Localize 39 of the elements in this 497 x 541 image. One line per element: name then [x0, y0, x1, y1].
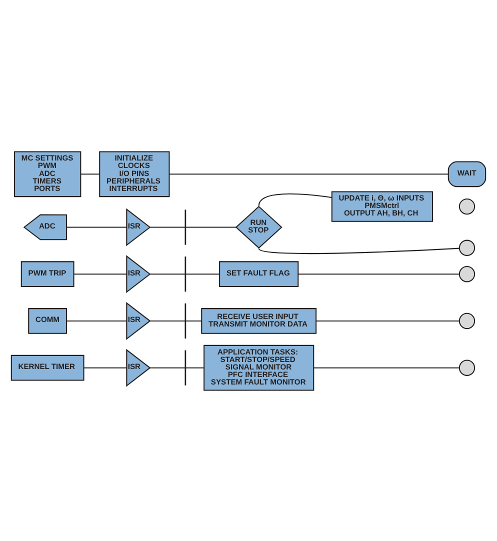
connector: [169, 173, 448, 174]
node-bar: [184, 302, 186, 338]
node-box: UPDATE i, Θ, ω INPUTS PMSMctrl OUTPUT AH, BH, CH: [331, 190, 434, 222]
connector: [80, 173, 100, 174]
node-bar: [184, 350, 186, 385]
connector: [150, 273, 186, 274]
connector: [258, 192, 332, 206]
connector: [66, 320, 127, 321]
connector: [150, 320, 186, 321]
node-diamond: RUN STOP: [235, 205, 282, 248]
connector: [150, 226, 186, 228]
node-bar: [184, 209, 186, 244]
node-box: MC SETTINGS PWM ADC TIMERS PORTS: [14, 150, 82, 197]
connector: [298, 273, 460, 274]
node-circle: [458, 198, 476, 214]
connector: [150, 366, 186, 368]
node-box: RECEIVE USER INPUT TRANSMIT MONITOR DATA: [201, 308, 317, 334]
node-box: KERNEL TIMER: [10, 354, 84, 380]
node-box: WAIT: [448, 160, 486, 187]
connector: [66, 226, 127, 228]
connector: [84, 366, 127, 368]
node-bar: [184, 256, 186, 292]
node-box: PWM TRIP: [20, 260, 74, 287]
node-circle: [458, 266, 476, 282]
node-box: SET FAULT FLAG: [219, 260, 299, 287]
connector: [258, 247, 460, 254]
node-circle: [458, 359, 476, 376]
node-box: APPLICATION TASKS: START/STOP/SPEED SIGNAL MONITOR PFC INTERFACE SYSTEM FAULT MONITOR: [204, 344, 314, 390]
connector: [186, 320, 202, 321]
connector: [186, 226, 236, 228]
connector: [186, 366, 204, 368]
node-box: INITIALIZE CLOCKS I/O PINS PERIPHERALS INTERRUPTS: [99, 150, 170, 197]
connector: [74, 273, 126, 274]
connector: [316, 320, 460, 321]
connector: [314, 366, 460, 368]
node-circle: [458, 312, 476, 329]
node-circle: [458, 239, 476, 256]
node-box: COMM: [28, 308, 68, 334]
connector: [186, 273, 220, 274]
